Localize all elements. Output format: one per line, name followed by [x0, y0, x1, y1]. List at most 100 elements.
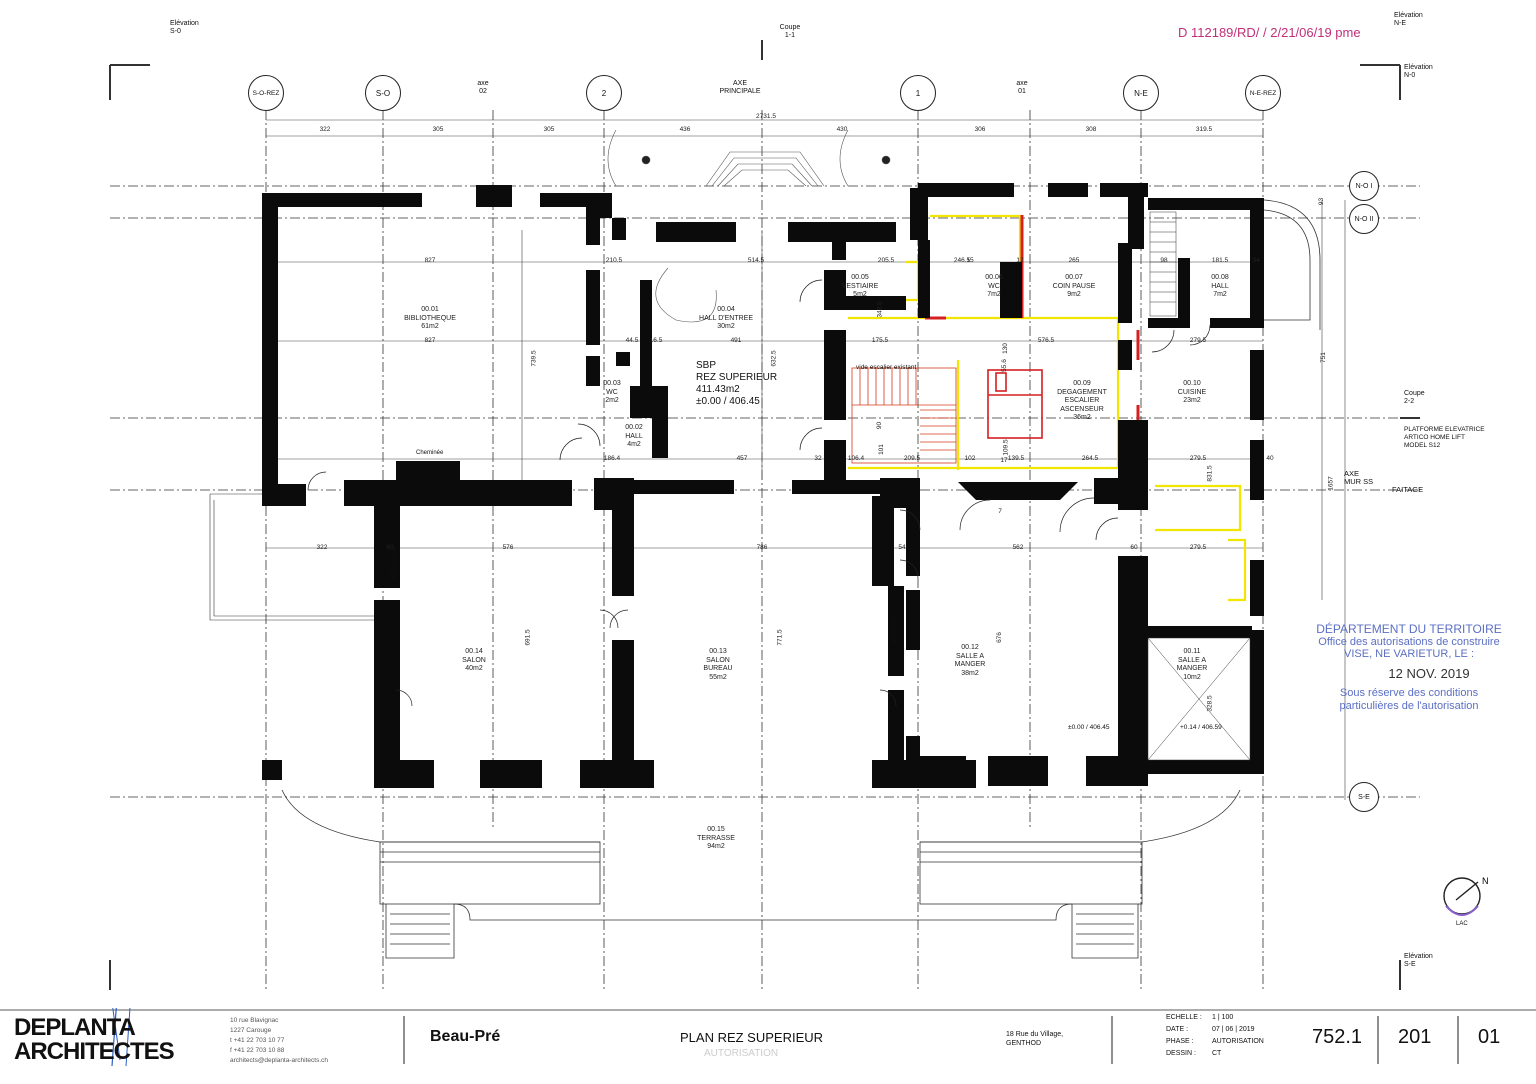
- drawing-title: PLAN REZ SUPERIEUR: [680, 1030, 824, 1045]
- dim-vert-13: 130: [1001, 343, 1009, 354]
- dim-row3-3: 106.4: [847, 455, 865, 462]
- dim-vert-12: 55.6: [1000, 359, 1008, 372]
- dim-row4-2: 576: [502, 544, 514, 551]
- dim-vert-6: 1657: [1327, 476, 1335, 491]
- cheminee-label: Cheminée: [416, 450, 444, 456]
- dim-row4-6: 60: [1130, 544, 1138, 551]
- dim-row1-4: 246.5: [953, 257, 971, 264]
- dim-row3-2: 32: [814, 455, 822, 462]
- firm-address: 10 rue Blavignac 1227 Carouge t +41 22 7…: [230, 1017, 329, 1064]
- dimension-chains: [266, 119, 1346, 800]
- level-label-2: +0.14 / 406.59: [1180, 724, 1222, 731]
- dim-row3-4: 209.5: [903, 455, 921, 462]
- dim-row1-0: 827: [424, 257, 436, 264]
- void-crosses: [1147, 637, 1251, 761]
- axis-bubble-ne-rez: N-E-REZ: [1245, 75, 1281, 111]
- entrance-steps: [607, 129, 891, 323]
- axis-bubble-ne: N-E: [1123, 75, 1159, 111]
- drawing-subtitle: AUTORISATION: [704, 1048, 779, 1059]
- door-swings: [307, 279, 1211, 707]
- title-block: DEPLANTA ARCHITECTES 10 rue Blavignac 12…: [0, 1008, 1536, 1084]
- lift-shaft: [987, 369, 1043, 439]
- dim-top-4: 430: [836, 126, 848, 133]
- dim-row3-5: 102: [964, 455, 976, 462]
- reference-stamp: D 112189/RD/ / 2/21/06/19 pme: [1178, 25, 1361, 40]
- site-address: 18 Rue du Village,GENTHOD: [1006, 1031, 1064, 1047]
- dim-row3-1: 457: [736, 455, 748, 462]
- dim-misc-3: 7: [998, 508, 1002, 515]
- axis-bubble-2: 2: [586, 75, 622, 111]
- dim-vert-3: 771.5: [776, 629, 784, 646]
- dim-vert-15: 90: [876, 421, 884, 430]
- dim-misc-5: 15: [966, 257, 974, 264]
- dim-row1-6: 98: [1160, 257, 1168, 264]
- sheet-number: 201: [1398, 1026, 1432, 1048]
- dim-vert-11: 109.5: [1002, 439, 1010, 456]
- dim-row3-7: 264.5: [1081, 455, 1099, 462]
- axis-bubble-so-rez: S-O-REZ: [248, 75, 284, 111]
- dim-top-2: 305: [543, 126, 555, 133]
- bibliotheque-label: Bibliothèque: [389, 547, 396, 581]
- dim-row1-1: 210.5: [605, 257, 623, 264]
- dim-row2-4: 175.5: [871, 337, 889, 344]
- dim-misc-2: 12: [1016, 257, 1024, 264]
- project-number: 752.1: [1312, 1026, 1363, 1048]
- dim-row4-5: 562: [1012, 544, 1024, 551]
- dim-vert-14: 101: [877, 444, 885, 455]
- lac-label: LAC: [1456, 921, 1468, 927]
- dim-row3-6: 139.5: [1007, 455, 1025, 462]
- approval-stamp: DÉPARTEMENT DU TERRITOIRE Office des aut…: [1316, 622, 1502, 712]
- axis-bubble-se: S-E: [1349, 782, 1379, 812]
- dim-row2-2: 16.5: [649, 337, 663, 344]
- dim-vert-7: 831.5: [1206, 465, 1214, 482]
- dim-row4-0: 322: [316, 544, 328, 551]
- meta-labels: ECHELLE :DATE : PHASE :DESSIN :: [1166, 1014, 1202, 1057]
- dim-row1-3: 205.5: [877, 257, 895, 264]
- grid-lines: [109, 40, 1420, 990]
- dim-vert-0: 739.5: [530, 350, 538, 367]
- dim-top-3: 436: [679, 126, 691, 133]
- dim-vert-10: 348.5: [876, 301, 884, 318]
- project-name: Beau-Pré: [430, 1028, 501, 1045]
- dim-top-5: 306: [974, 126, 986, 133]
- axis-bubble-no-ii: N-O II: [1349, 204, 1379, 234]
- firm-logo: DEPLANTA ARCHITECTES: [14, 1014, 175, 1065]
- dim-row4-7: 279.5: [1189, 544, 1207, 551]
- axis-bubble-no-i: N-O I: [1349, 171, 1379, 201]
- dim-row2-6: 279.5: [1189, 337, 1207, 344]
- dim-vert-8: 328.5: [1206, 695, 1214, 712]
- svg-text:N: N: [1482, 876, 1489, 886]
- stairs-red: [851, 367, 957, 464]
- dim-vert-2: 691.5: [524, 629, 532, 646]
- level-label-1: ±0.00 / 406.45: [1068, 724, 1110, 731]
- dim-row1-2: 514.5: [747, 257, 765, 264]
- dim-misc-0: 40: [1266, 455, 1274, 462]
- dim-top-0: 322: [319, 126, 331, 133]
- dim-row2-3: 491: [730, 337, 742, 344]
- dim-vert-4: 676: [995, 632, 1003, 643]
- dim-row1-5: 265: [1068, 257, 1080, 264]
- axis-bubble-1: 1: [900, 75, 936, 111]
- dim-top-7: 319.5: [1195, 126, 1213, 133]
